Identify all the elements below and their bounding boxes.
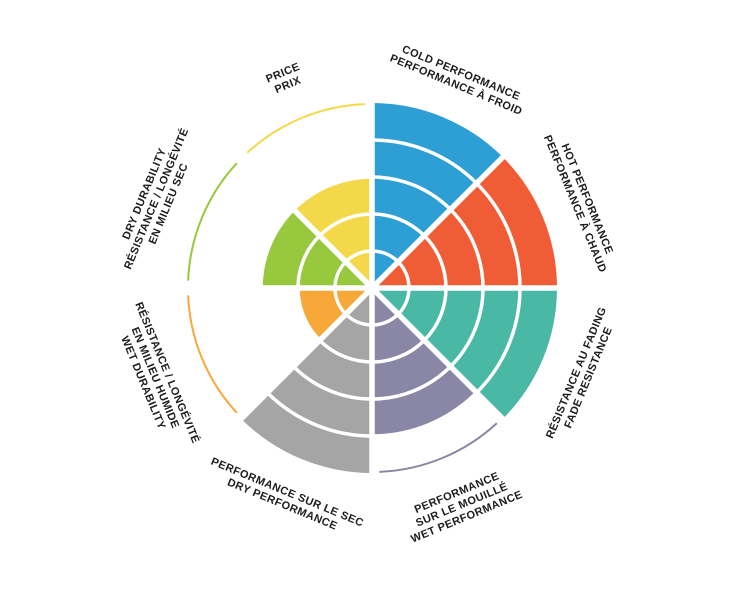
- sector-divider: [232, 286, 374, 428]
- max-ring-arc-wet-performance: [379, 422, 498, 473]
- max-ring-arc-wet-durability: [187, 295, 238, 414]
- max-ring-arc-price: [246, 103, 365, 154]
- sector-dry-performance: [241, 288, 372, 473]
- label-dry-durability: DRY DURABILITYRÉSISTANCE / LONGÉVITÉEN M…: [110, 122, 203, 277]
- sector-wet-durability: [298, 288, 372, 341]
- sector-price: [293, 177, 372, 288]
- label-wet-durability: RÉSISTANCE / LONGÉVITÉEN MILIEU HUMIDEWE…: [108, 300, 202, 455]
- sector-cold-performance: [372, 103, 503, 288]
- sector-divider: [370, 148, 512, 290]
- max-ring-arc-dry-durability: [187, 162, 238, 281]
- label-fade-resistance: RÉSISTANCE AU FADINGFADE RESISTANCE: [543, 305, 621, 445]
- sector-divider: [370, 286, 512, 428]
- sector-wet-performance: [372, 288, 477, 436]
- sector-dry-durability: [261, 209, 372, 288]
- sector-fade-resistance: [372, 288, 557, 419]
- label-wet-performance: PERFORMANCESUR LE MOUILLÉWET PERFORMANCE: [399, 465, 524, 546]
- label-price: PRICEPRIX: [264, 61, 306, 98]
- sector-divider: [232, 148, 374, 290]
- label-cold-performance: COLD PERFORMANCEPERFORMANCE À FROID: [388, 40, 529, 117]
- sector-hot-performance: [372, 157, 557, 288]
